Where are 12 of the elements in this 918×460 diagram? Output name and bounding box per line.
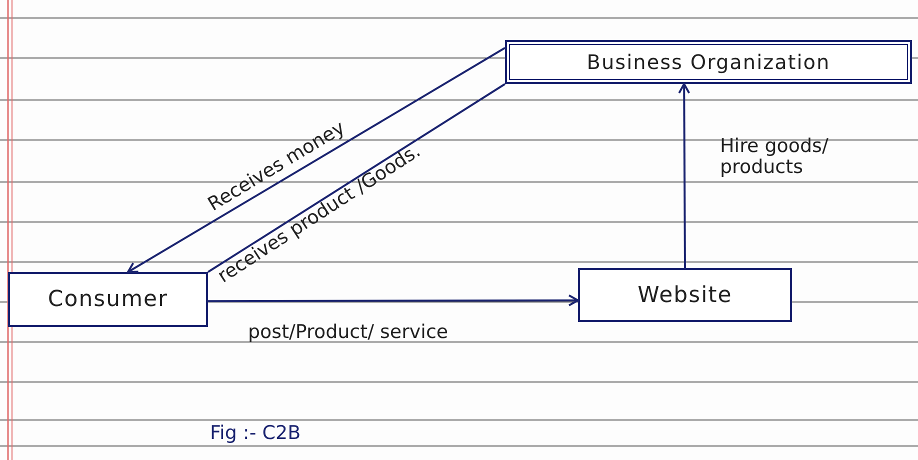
node-box: [8, 272, 208, 327]
arrow: [678, 83, 690, 268]
edge-label: Hire goods/ products: [720, 136, 830, 178]
node-label: Business Organization: [586, 50, 830, 74]
node-label: Website: [638, 282, 732, 308]
node-label: Consumer: [48, 287, 168, 312]
arrow: [208, 294, 579, 306]
arrow: [127, 47, 506, 273]
node-box: [505, 40, 912, 84]
caption: Fig :- C2B: [210, 422, 301, 444]
node-box: [578, 268, 792, 322]
edge-label: post/Product/ service: [248, 322, 448, 343]
